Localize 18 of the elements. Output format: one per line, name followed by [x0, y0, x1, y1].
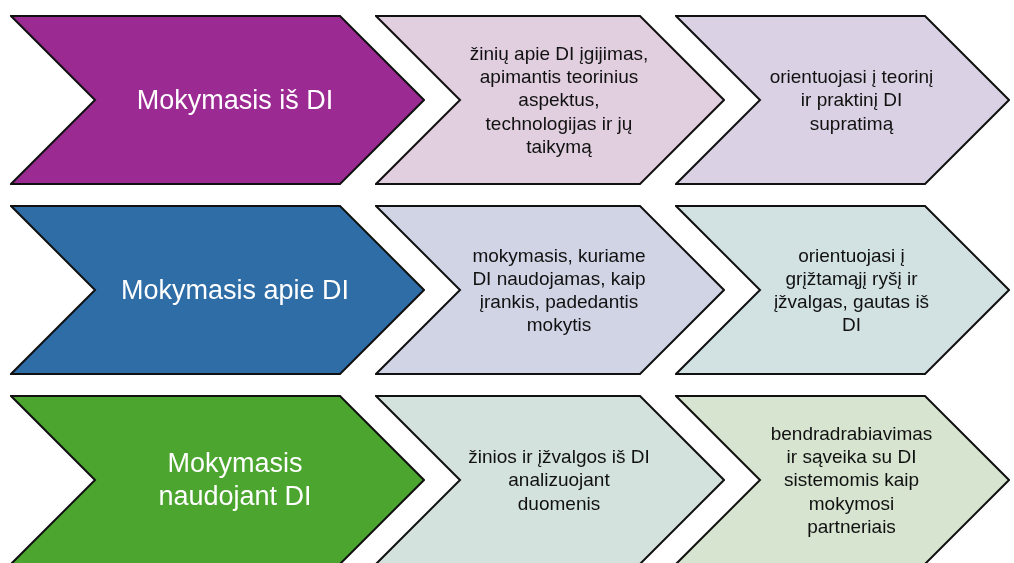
chevron-text: orientuojasi į grįžtamąjį ryšį ir įžvalgas, gautas iš DI	[772, 243, 931, 337]
chevron-text: orientuojasi į teorinį ir praktinį DI supratimą	[768, 65, 935, 135]
chevron-step	[10, 15, 425, 185]
chevron-text: žinių apie DI įgijimas, apimantis teorinius aspektus, technologijas ir jų taikymą	[468, 42, 650, 158]
chevron-step	[10, 395, 425, 563]
chevron-step	[10, 205, 425, 375]
chevron-step	[375, 395, 725, 563]
chevron-title: Mokymasis apie DI	[120, 273, 350, 307]
chevron-title: Mokymasis iš DI	[136, 83, 334, 117]
chevron-step	[375, 15, 725, 185]
chevron-title: Mokymasis naudojant DI	[157, 447, 313, 513]
chevron-text: mokymasis, kuriame DI naudojamas, kaip įrankis, padedantis mokytis	[471, 243, 647, 337]
chevron-step	[675, 395, 1010, 563]
chevron-step	[675, 15, 1010, 185]
chevron-text: bendradrabiavimas ir sąveika su DI sistemomis kaip mokymosi partneriais	[769, 422, 934, 538]
chevron-step	[675, 205, 1010, 375]
chevron-step	[375, 205, 725, 375]
chevron-text: žinios ir įžvalgos iš DI analizuojant duomenis	[467, 445, 651, 515]
